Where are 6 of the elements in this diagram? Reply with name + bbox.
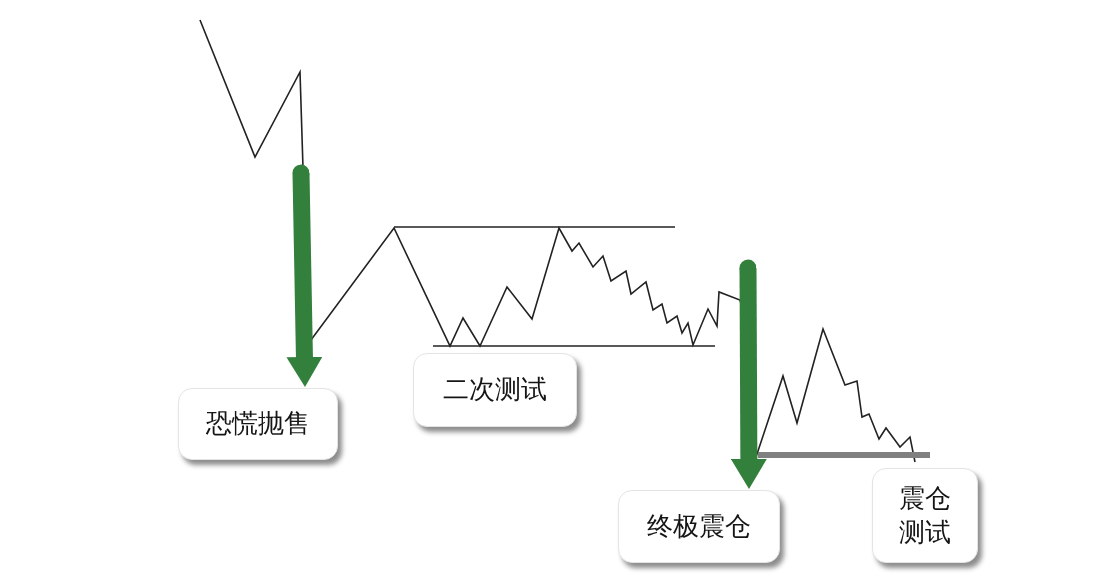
label-box: 震仓测试	[872, 468, 978, 563]
label-box: 二次测试	[413, 353, 577, 427]
label-box: 终极震仓	[618, 490, 780, 563]
arrow	[286, 164, 323, 388]
label-box: 恐慌抛售	[178, 388, 338, 460]
arrow	[730, 259, 767, 490]
